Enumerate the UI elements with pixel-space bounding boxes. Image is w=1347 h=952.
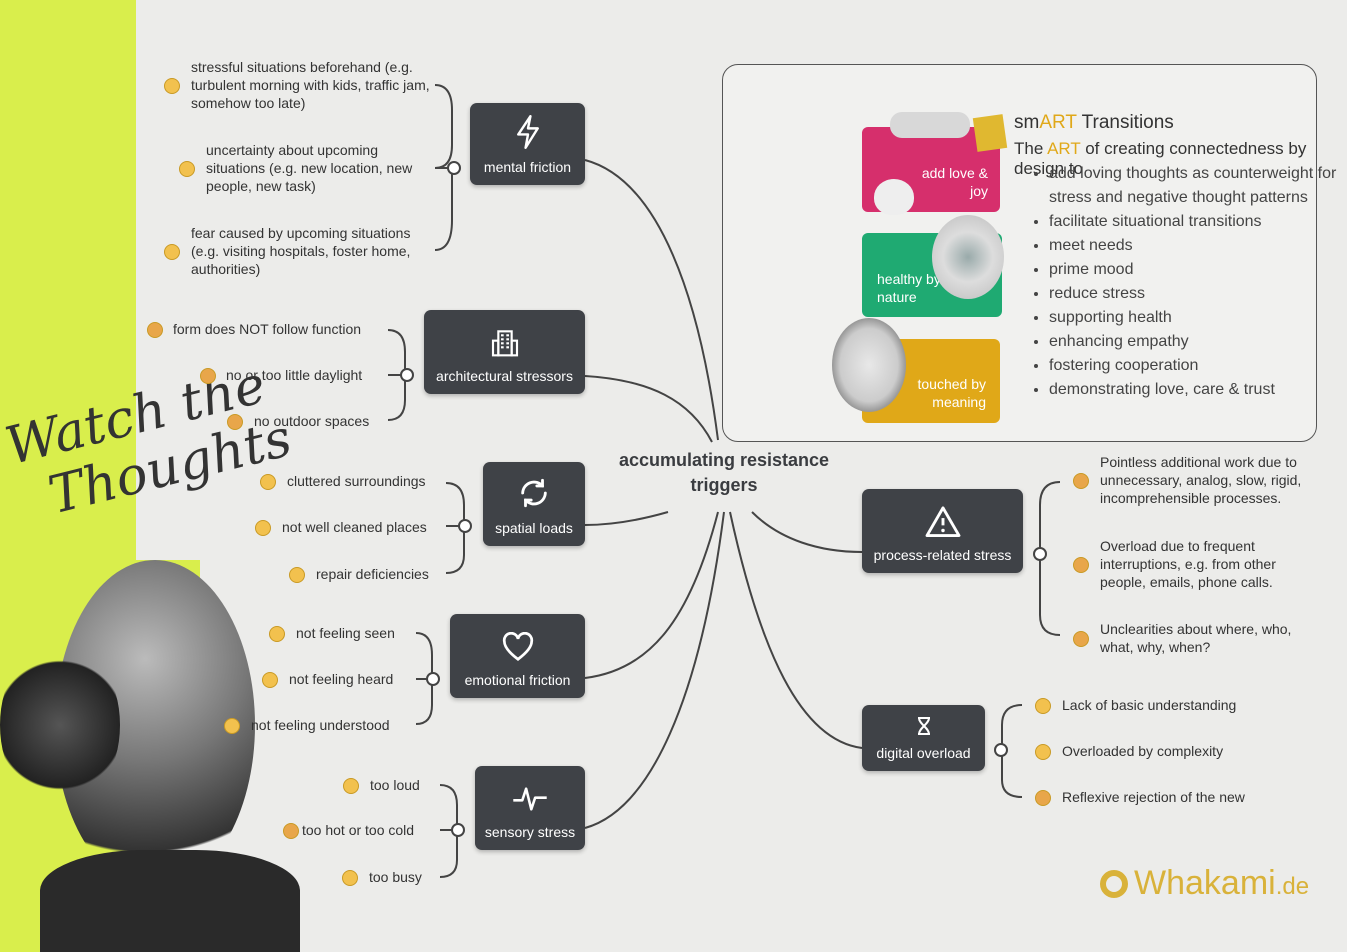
- node-label: sensory stress: [484, 824, 576, 840]
- list-item: enhancing empathy: [1049, 330, 1339, 354]
- smart-benefits-list: add loving thoughts as counterweight for…: [1030, 162, 1339, 402]
- leaf-process-2: Overload due to frequent interruptions, …: [1100, 538, 1276, 590]
- angry-face-icon: [289, 567, 305, 583]
- leaf-emotional-3: not feeling understood: [251, 717, 390, 733]
- see-no-evil-icon: [200, 368, 216, 384]
- poop-icon: [147, 322, 163, 338]
- hot-face-icon: [283, 823, 299, 839]
- leaf-arch-2: no or too little daylight: [226, 367, 363, 383]
- card-label: healthy by nature: [877, 271, 941, 305]
- confounded-face-icon: [260, 474, 276, 490]
- stressed-face-icon: [164, 78, 180, 94]
- leaf-sensory-1: too loud: [370, 777, 420, 793]
- leaf-spatial-1: cluttered surroundings: [287, 473, 426, 489]
- whakami-logo[interactable]: Whakami.de: [1098, 864, 1309, 903]
- logo-main: Whakami: [1134, 864, 1276, 902]
- node-label: architectural stressors: [436, 368, 573, 384]
- woman-dress-image: [40, 850, 300, 952]
- whakami-logo-icon: [1100, 870, 1128, 898]
- leaf-sensory-2: too hot or too cold: [302, 822, 415, 838]
- astonished-face-icon: [269, 626, 285, 642]
- heart-pendant-image: [874, 179, 914, 215]
- leaf-mental-3: fear caused by upcoming situations (e.g.…: [191, 225, 411, 277]
- node-architectural-stressors[interactable]: architectural stressors: [424, 310, 585, 394]
- list-item: prime mood: [1049, 258, 1339, 282]
- leaf-process-3: Unclearities about where, who, what, why…: [1100, 621, 1292, 655]
- list-item: meet needs: [1049, 234, 1339, 258]
- leaf-digital-2: Overloaded by complexity: [1062, 743, 1224, 759]
- heart-icon: [502, 632, 533, 661]
- building-icon: [491, 330, 518, 357]
- leaf-mental-2: uncertainty about upcoming situations (e…: [206, 142, 413, 194]
- leaf-sensory-3: too busy: [369, 869, 422, 885]
- node-label: spatial loads: [495, 520, 573, 536]
- node-spatial-loads[interactable]: spatial loads: [483, 462, 585, 546]
- hourglass-icon: [917, 717, 930, 735]
- grimace-face-icon: [179, 161, 195, 177]
- cursing-face-icon: [1035, 790, 1051, 806]
- pulse-icon: [513, 787, 547, 811]
- center-title: accumulating resistance triggers: [618, 450, 830, 495]
- shocked-face-icon: [343, 778, 359, 794]
- leaf-digital-3: Reflexive rejection of the new: [1062, 789, 1245, 805]
- list-item: reduce stress: [1049, 282, 1339, 306]
- logo-suffix: .de: [1275, 873, 1310, 900]
- list-item: fostering cooperation: [1049, 354, 1339, 378]
- card-label: touched by meaning: [917, 376, 987, 410]
- node-sensory-stress[interactable]: sensory stress: [475, 766, 585, 850]
- hand-image: [890, 112, 970, 138]
- leaf-emotional-2: not feeling heard: [289, 671, 394, 687]
- anxious-face-icon: [1035, 698, 1051, 714]
- node-label: process-related stress: [873, 547, 1012, 563]
- shrugging-person-icon: [1073, 631, 1089, 647]
- leaf-emotional-1: not feeling seen: [296, 625, 395, 641]
- smart-title: smART Transitions: [1014, 112, 1174, 133]
- node-process-related-stress[interactable]: process-related stress: [862, 489, 1023, 573]
- scream-face-icon: [164, 244, 180, 260]
- leaf-arch-3: no outdoor spaces: [254, 413, 370, 429]
- list-item: demonstrating love, care & trust: [1049, 378, 1339, 402]
- refresh-icon: [521, 478, 547, 508]
- smart-transitions-panel: [722, 64, 1317, 442]
- node-emotional-friction[interactable]: emotional friction: [450, 614, 585, 698]
- robot-icon: [227, 414, 243, 430]
- dizzy-face-icon: [342, 870, 358, 886]
- leaf-digital-1: Lack of basic understanding: [1062, 697, 1237, 713]
- node-label: mental friction: [483, 159, 572, 175]
- leaf-spatial-3: repair deficiencies: [316, 566, 429, 582]
- smart-subtitle: The ART of creating connectedness by des…: [1014, 139, 1307, 178]
- hushed-face-icon: [255, 520, 271, 536]
- lightning-icon: [516, 115, 539, 149]
- weary-face-icon: [1035, 744, 1051, 760]
- gold-confetti-image: [972, 114, 1008, 152]
- leaf-mental-1: stressful situations beforehand (e.g. tu…: [191, 59, 430, 111]
- persevere-face-icon: [224, 718, 240, 734]
- ornate-mirror-image: [832, 318, 906, 412]
- warning-icon: [925, 506, 960, 537]
- megaphone-image: [0, 640, 120, 810]
- flower-image: [932, 215, 1004, 299]
- node-label: digital overload: [876, 745, 971, 761]
- card-label: add love & joy: [921, 165, 988, 199]
- leaf-spatial-2: not well cleaned places: [282, 519, 427, 535]
- list-item: facilitate situational transitions: [1049, 210, 1339, 234]
- list-item: supporting health: [1049, 306, 1339, 330]
- leaf-arch-1: form does NOT follow function: [173, 321, 362, 337]
- sad-face-icon: [262, 672, 278, 688]
- node-digital-overload[interactable]: digital overload: [862, 705, 985, 771]
- leaf-process-1: Pointless additional work due to unneces…: [1100, 454, 1302, 506]
- node-mental-friction[interactable]: mental friction: [470, 103, 585, 185]
- facepalm-icon: [1073, 473, 1089, 489]
- list-item: add loving thoughts as counterweight for…: [1049, 162, 1339, 210]
- node-label: emotional friction: [464, 672, 571, 688]
- bowing-person-icon: [1073, 557, 1089, 573]
